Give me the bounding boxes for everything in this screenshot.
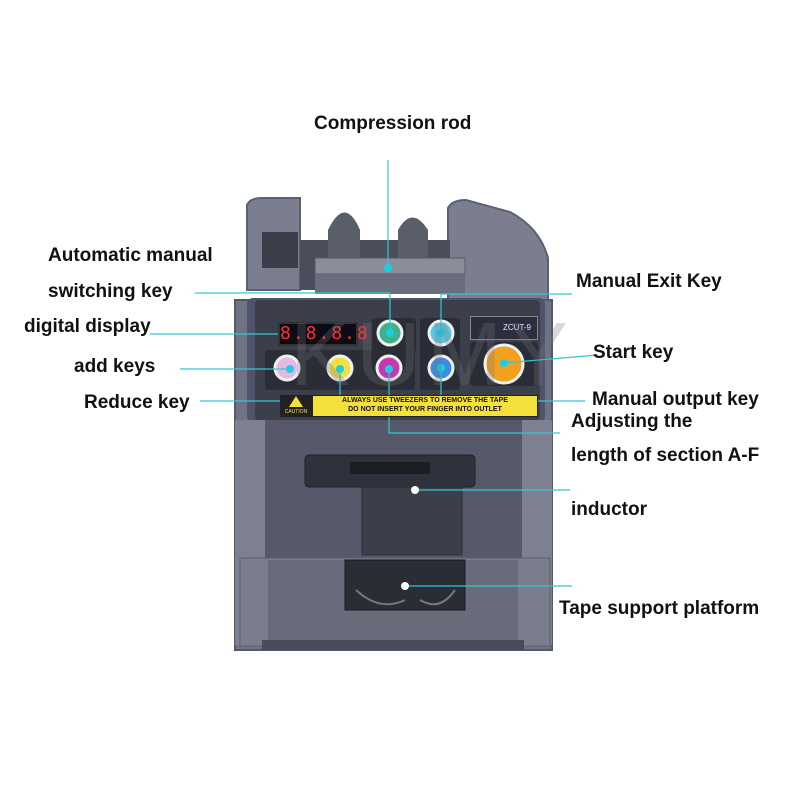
digital-display: 8.8.8.8	[278, 322, 370, 346]
label-digital-display: digital display	[24, 316, 151, 337]
inductor	[304, 454, 476, 556]
label-adjusting-line2: length of section A-F	[571, 445, 760, 466]
caution-sticker: ALWAYS USE TWEEZERS TO REMOVE THE TAPE D…	[312, 395, 538, 417]
label-adjusting-line1: Adjusting the	[571, 411, 693, 432]
caution-line-2: DO NOT INSERT YOUR FINGER INTO OUTLET	[348, 406, 502, 413]
warning-triangle-icon	[289, 396, 303, 407]
label-compression-rod: Compression rod	[314, 113, 472, 134]
label-manual-exit-key: Manual Exit Key	[576, 271, 722, 292]
label-auto-manual-line1: Automatic manual	[48, 245, 213, 266]
label-inductor: inductor	[571, 499, 647, 520]
label-auto-manual-line2: switching key	[48, 281, 173, 302]
brand-plate: ZCUT-9	[470, 316, 538, 340]
caution-tag-text: CAUTION	[284, 409, 308, 415]
label-add-keys: add keys	[74, 356, 156, 377]
watermark: KUMY	[290, 305, 575, 405]
label-manual-output-key: Manual output key	[592, 389, 759, 410]
caution-line-1: ALWAYS USE TWEEZERS TO REMOVE THE TAPE	[342, 397, 508, 404]
label-reduce-key: Reduce key	[84, 392, 190, 413]
label-start-key: Start key	[593, 342, 674, 363]
caution-tag: CAUTION	[280, 395, 312, 417]
label-tape-support-platform: Tape support platform	[559, 598, 760, 619]
